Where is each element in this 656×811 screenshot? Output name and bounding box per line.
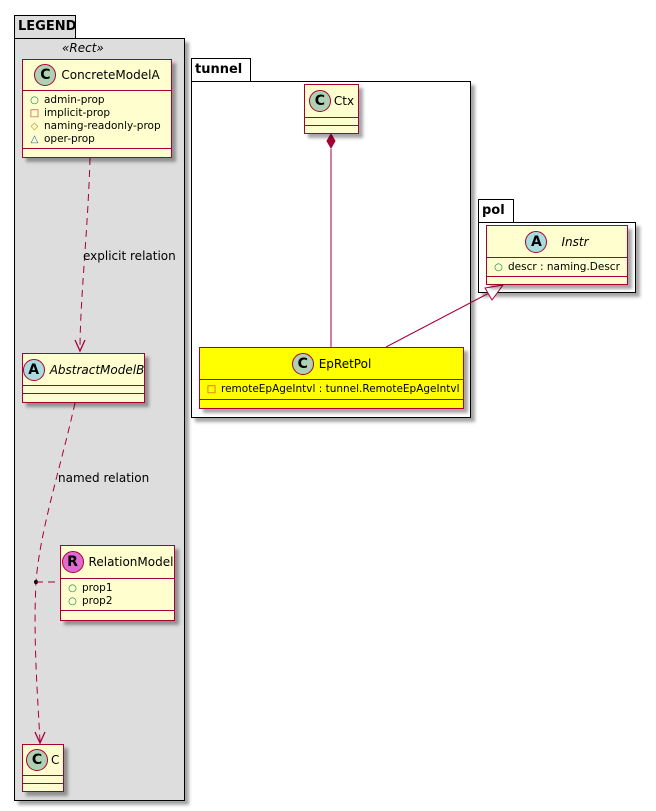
private-visibility-icon: □ xyxy=(206,384,217,395)
class-methods xyxy=(23,784,63,791)
class-ep-ret-pol[interactable]: C EpRetPol □ remoteEpAgeIntvl : tunnel.Re… xyxy=(199,347,464,409)
class-fields: ○ descr : naming.Descr xyxy=(487,258,627,277)
field-row: □ remoteEpAgeIntvl : tunnel.RemoteEpAgeIn… xyxy=(206,383,463,396)
field-row: ○ prop1 xyxy=(67,582,174,595)
explicit-relation-line[interactable] xyxy=(79,157,91,351)
class-c[interactable]: C C xyxy=(22,744,64,792)
class-name: RelationModel xyxy=(88,555,174,569)
class-spot-icon: C xyxy=(291,352,314,375)
class-methods xyxy=(23,149,171,157)
public-visibility-icon: ○ xyxy=(68,583,77,594)
class-fields: ○ admin-prop □ implicit-prop ◇ naming-reado… xyxy=(23,91,171,149)
explicit-relation-label: explicit relation xyxy=(83,249,176,263)
class-instr[interactable]: A Instr ○ descr : naming.Descr xyxy=(486,225,628,285)
class-methods xyxy=(200,400,463,407)
field-name: oper-prop xyxy=(44,133,95,145)
class-name: C xyxy=(51,753,60,767)
class-fields xyxy=(23,386,144,394)
tunnel-package-tab: tunnel xyxy=(191,58,251,82)
field-name: prop2 xyxy=(82,595,113,607)
abstract-spot-icon: A xyxy=(22,358,45,381)
field-name: naming-readonly-prop xyxy=(44,120,161,132)
field-name: implicit-prop xyxy=(44,107,111,119)
class-header: C Ctx xyxy=(305,85,358,118)
field-row: ◇ naming-readonly-prop xyxy=(29,120,171,133)
abstract-spot-icon: A xyxy=(525,230,548,253)
generalization-line[interactable] xyxy=(385,291,492,348)
class-fields: □ remoteEpAgeIntvl : tunnel.RemoteEpAgeIn… xyxy=(200,380,463,400)
public-visibility-icon: ○ xyxy=(30,95,39,106)
composition-diamond xyxy=(326,132,336,150)
class-name: ConcreteModelA xyxy=(61,68,160,82)
private-visibility-icon: □ xyxy=(29,108,40,119)
legend-package-tab: LEGEND xyxy=(14,15,76,39)
class-methods xyxy=(61,611,174,619)
field-row: ○ admin-prop xyxy=(29,94,171,107)
class-header: C C xyxy=(23,745,63,776)
public-visibility-icon: ○ xyxy=(494,262,503,273)
class-abstract-model-b[interactable]: A AbstractModelB xyxy=(22,353,145,403)
class-ctx[interactable]: C Ctx xyxy=(304,84,359,134)
generalization-triangle xyxy=(484,284,505,301)
field-name: remoteEpAgeIntvl : tunnel.RemoteEpAgeInt… xyxy=(221,383,460,395)
class-spot-icon: C xyxy=(26,749,48,771)
named-relation-arrowhead xyxy=(34,731,46,745)
class-name: AbstractModelB xyxy=(49,362,145,377)
class-spot-icon: C xyxy=(34,64,57,86)
legend-package-name: LEGEND xyxy=(18,19,77,34)
class-methods xyxy=(487,277,627,284)
field-name: admin-prop xyxy=(44,94,105,106)
class-name: EpRetPol xyxy=(318,356,372,371)
class-methods xyxy=(305,126,358,133)
field-name: prop1 xyxy=(82,582,113,594)
field-row: □ implicit-prop xyxy=(29,107,171,120)
pol-package-name: pol xyxy=(482,203,505,218)
class-concrete-model-a[interactable]: C ConcreteModelA ○ admin-prop □ implicit-p… xyxy=(22,59,172,158)
relation-spot-icon: R xyxy=(61,551,84,573)
field-row: △ oper-prop xyxy=(29,133,171,146)
class-name: Instr xyxy=(561,234,589,249)
class-header: C ConcreteModelA xyxy=(23,60,171,91)
legend-package xyxy=(14,38,185,801)
field-name: descr : naming.Descr xyxy=(508,261,620,273)
protected-visibility-icon: ◇ xyxy=(30,121,39,132)
class-name: Ctx xyxy=(333,94,355,108)
class-relation-model[interactable]: R RelationModel ○ prop1 ○ prop2 xyxy=(60,545,175,621)
explicit-relation-arrowhead xyxy=(74,339,86,353)
class-fields: ○ prop1 ○ prop2 xyxy=(61,579,174,611)
tunnel-package-name: tunnel xyxy=(195,62,243,77)
pol-package-tab: pol xyxy=(478,199,514,223)
field-row: ○ descr : naming.Descr xyxy=(493,261,627,274)
class-header: C EpRetPol xyxy=(200,348,463,380)
class-spot-icon: C xyxy=(308,90,331,112)
named-relation-label: named relation xyxy=(58,471,150,485)
class-fields xyxy=(305,118,358,126)
class-methods xyxy=(23,394,144,402)
field-row: ○ prop2 xyxy=(67,595,174,608)
legend-stereotype: «Rect» xyxy=(62,41,104,55)
class-header: A AbstractModelB xyxy=(22,354,145,386)
class-header: R RelationModel xyxy=(61,546,174,579)
package-visibility-icon: △ xyxy=(30,134,39,145)
class-header: A Instr xyxy=(487,226,627,258)
public-visibility-icon: ○ xyxy=(68,596,77,607)
class-fields xyxy=(23,776,63,784)
